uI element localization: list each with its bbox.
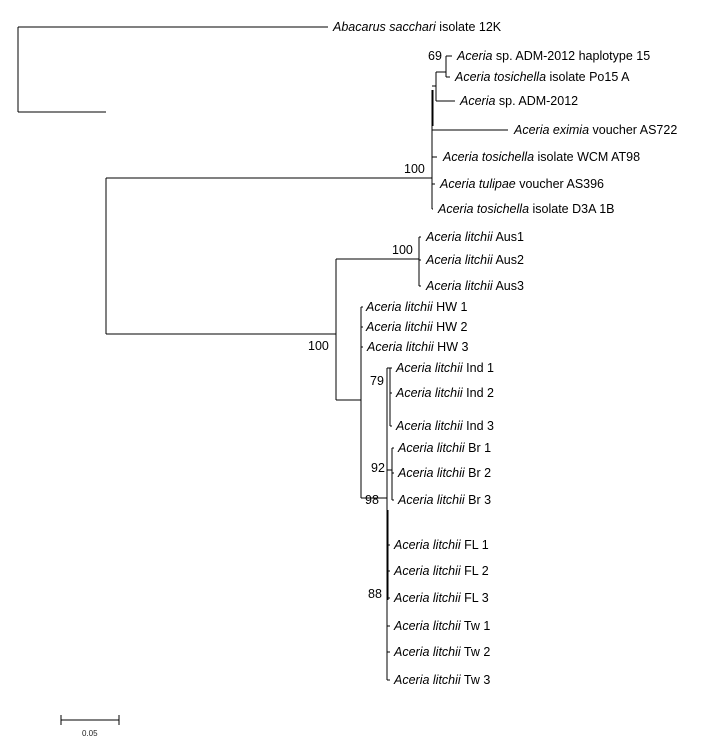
scale-bar-label: 0.05 — [82, 729, 98, 738]
taxon-label: Aceria litchii Ind 1 — [395, 361, 494, 375]
taxon-label: Aceria litchii HW 1 — [365, 300, 467, 314]
taxon-label: Aceria litchii Br 1 — [397, 441, 491, 455]
bootstrap-value: 79 — [370, 374, 384, 388]
taxon-label: Abacarus sacchari isolate 12K — [332, 20, 502, 34]
bootstrap-values: 69 100 100 100 79 92 98 88 — [308, 49, 442, 601]
bootstrap-value: 100 — [308, 339, 329, 353]
tree-branches — [17, 26, 508, 681]
taxon-label: Aceria litchii FL 1 — [393, 538, 489, 552]
taxon-label: Aceria sp. ADM-2012 haplotype 15 — [456, 49, 650, 63]
taxon-label: Aceria litchii Aus2 — [425, 253, 524, 267]
taxon-label: Aceria eximia voucher AS722 — [513, 123, 677, 137]
taxon-label: Aceria litchii Tw 3 — [393, 673, 490, 687]
taxon-label: Aceria tulipae voucher AS396 — [439, 177, 604, 191]
taxon-labels: Abacarus sacchari isolate 12K Aceria sp.… — [332, 20, 677, 687]
taxon-label: Aceria litchii Tw 1 — [393, 619, 490, 633]
taxon-label: Aceria litchii Br 3 — [397, 493, 491, 507]
taxon-label: Aceria litchii Tw 2 — [393, 645, 490, 659]
bootstrap-value: 100 — [392, 243, 413, 257]
taxon-label: Aceria tosichella isolate WCM AT98 — [442, 150, 640, 164]
scale-bar: 0.05 — [60, 715, 120, 738]
taxon-label: Aceria litchii FL 3 — [393, 591, 489, 605]
taxon-label: Aceria tosichella isolate D3A 1B — [437, 202, 614, 216]
taxon-label: Aceria litchii Ind 3 — [395, 419, 494, 433]
taxon-label: Aceria litchii FL 2 — [393, 564, 489, 578]
taxon-label: Aceria litchii Br 2 — [397, 466, 491, 480]
taxon-label: Aceria litchii Aus3 — [425, 279, 524, 293]
bootstrap-value: 100 — [404, 162, 425, 176]
taxon-label: Aceria litchii Ind 2 — [395, 386, 494, 400]
bootstrap-value: 69 — [428, 49, 442, 63]
bootstrap-value: 92 — [371, 461, 385, 475]
bootstrap-value: 88 — [368, 587, 382, 601]
taxon-label: Aceria tosichella isolate Po15 A — [454, 70, 630, 84]
taxon-label: Aceria litchii HW 2 — [365, 320, 467, 334]
taxon-label: Aceria sp. ADM-2012 — [459, 94, 578, 108]
bootstrap-value: 98 — [365, 493, 379, 507]
taxon-label: Aceria litchii HW 3 — [366, 340, 468, 354]
taxon-label: Aceria litchii Aus1 — [425, 230, 524, 244]
